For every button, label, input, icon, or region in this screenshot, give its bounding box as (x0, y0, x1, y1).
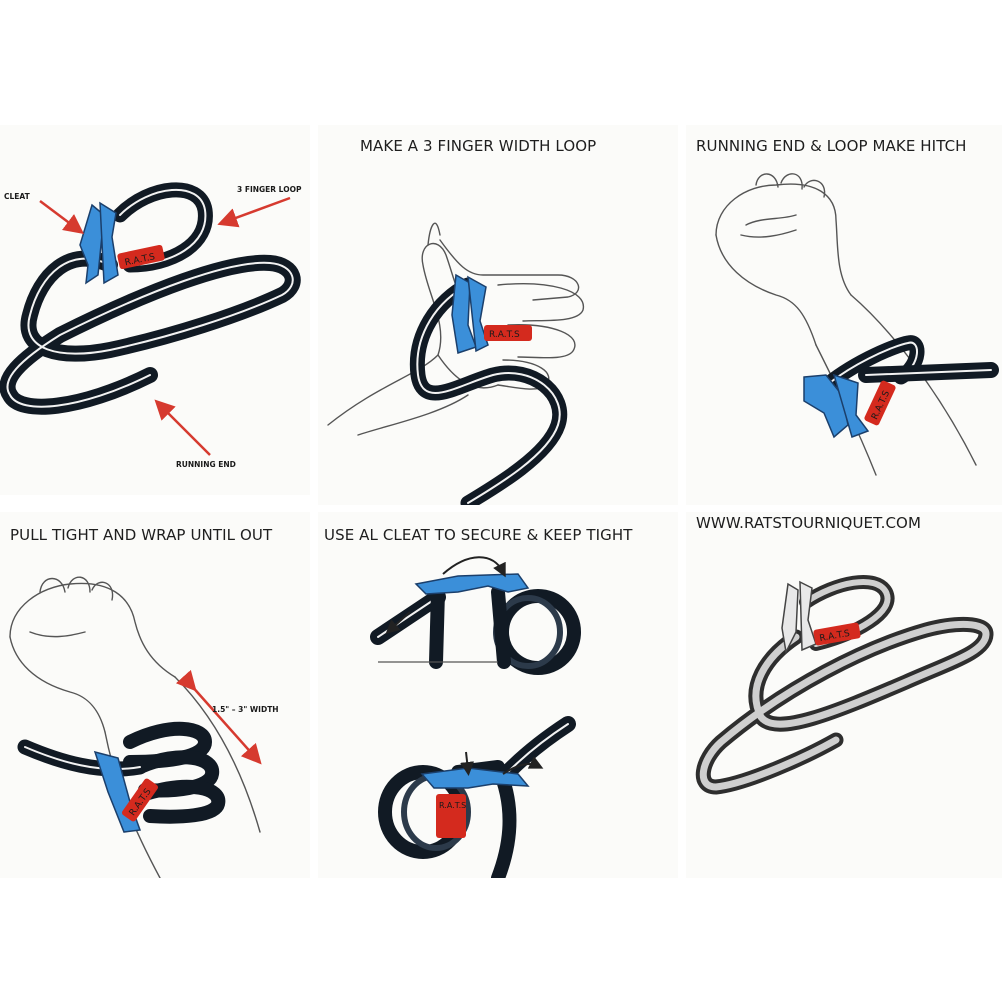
motion-arrow (502, 756, 544, 775)
panel-secure-cleat: USE AL CLEAT TO SECURE & KEEP TIGHT (318, 512, 678, 878)
panel-title: MAKE A 3 FINGER WIDTH LOOP (360, 137, 597, 155)
running-end-arrow (154, 399, 211, 456)
cleat-label: CLEAT (4, 192, 30, 201)
secure-cleat-illustration: R.A.T.S (370, 556, 581, 878)
panel-wrap: PULL TIGHT AND WRAP UNTIL OUT (0, 512, 310, 878)
cleat-icon (414, 573, 530, 595)
panel-make-loop: MAKE A 3 FINGER WIDTH LOOP R.A.T.S (318, 125, 678, 505)
lower-wrap (378, 716, 576, 878)
panel-product: WWW.RATSTOURNIQUET.COM R.A.T.S (686, 512, 1002, 878)
rats-tag-text: R.A.T.S (489, 330, 520, 340)
panel-strap-parts: R.A.T.S CLEAT 3 FINGER LOOP RUNNING END (0, 125, 310, 495)
strap-coil (808, 335, 999, 403)
strap-coil (0, 182, 301, 415)
cleat-icon (803, 373, 870, 439)
width-arrow (175, 669, 262, 765)
make-loop-illustration: R.A.T.S (327, 222, 584, 505)
panel-title: USE AL CLEAT TO SECURE & KEEP TIGHT (324, 526, 633, 544)
strap-parts-illustration: R.A.T.S (0, 182, 301, 456)
strap-coil (695, 574, 994, 795)
motion-arrow (385, 611, 411, 635)
strap-coil (409, 277, 568, 505)
motion-arrow (460, 751, 475, 776)
panel-title: PULL TIGHT AND WRAP UNTIL OUT (10, 526, 273, 544)
finger-loop-label: 3 FINGER LOOP (237, 185, 302, 194)
wrap-illustration: R.A.T.S (9, 576, 262, 878)
make-hitch-illustration: R.A.T.S (715, 173, 999, 476)
loop-arrow (217, 196, 291, 228)
rats-tag (436, 794, 466, 838)
rats-tag (484, 325, 532, 341)
rats-tag (122, 778, 158, 822)
rats-tag (864, 380, 896, 426)
cleat-arrow (39, 200, 84, 234)
product-illustration: R.A.T.S (695, 574, 994, 795)
fist-icon (715, 173, 977, 476)
width-label: 1.5" – 3" WIDTH (212, 705, 279, 714)
website-url: WWW.RATSTOURNIQUET.COM (696, 514, 921, 532)
cleat-icon (79, 201, 119, 285)
rats-tag (813, 622, 861, 646)
cleat-icon (451, 273, 489, 354)
panel-make-hitch: RUNNING END & LOOP MAKE HITCH R.A.T.S (686, 125, 1002, 505)
running-end-label: RUNNING END (176, 460, 236, 469)
cleat-icon (781, 580, 817, 655)
motion-arrow (442, 556, 506, 578)
upper-wrap (370, 585, 581, 675)
rats-tag-text: R.A.T.S (439, 801, 466, 810)
panel-title: RUNNING END & LOOP MAKE HITCH (696, 137, 967, 155)
fist-icon (9, 576, 261, 878)
rats-tag (117, 244, 165, 270)
cleat-icon (420, 767, 530, 789)
